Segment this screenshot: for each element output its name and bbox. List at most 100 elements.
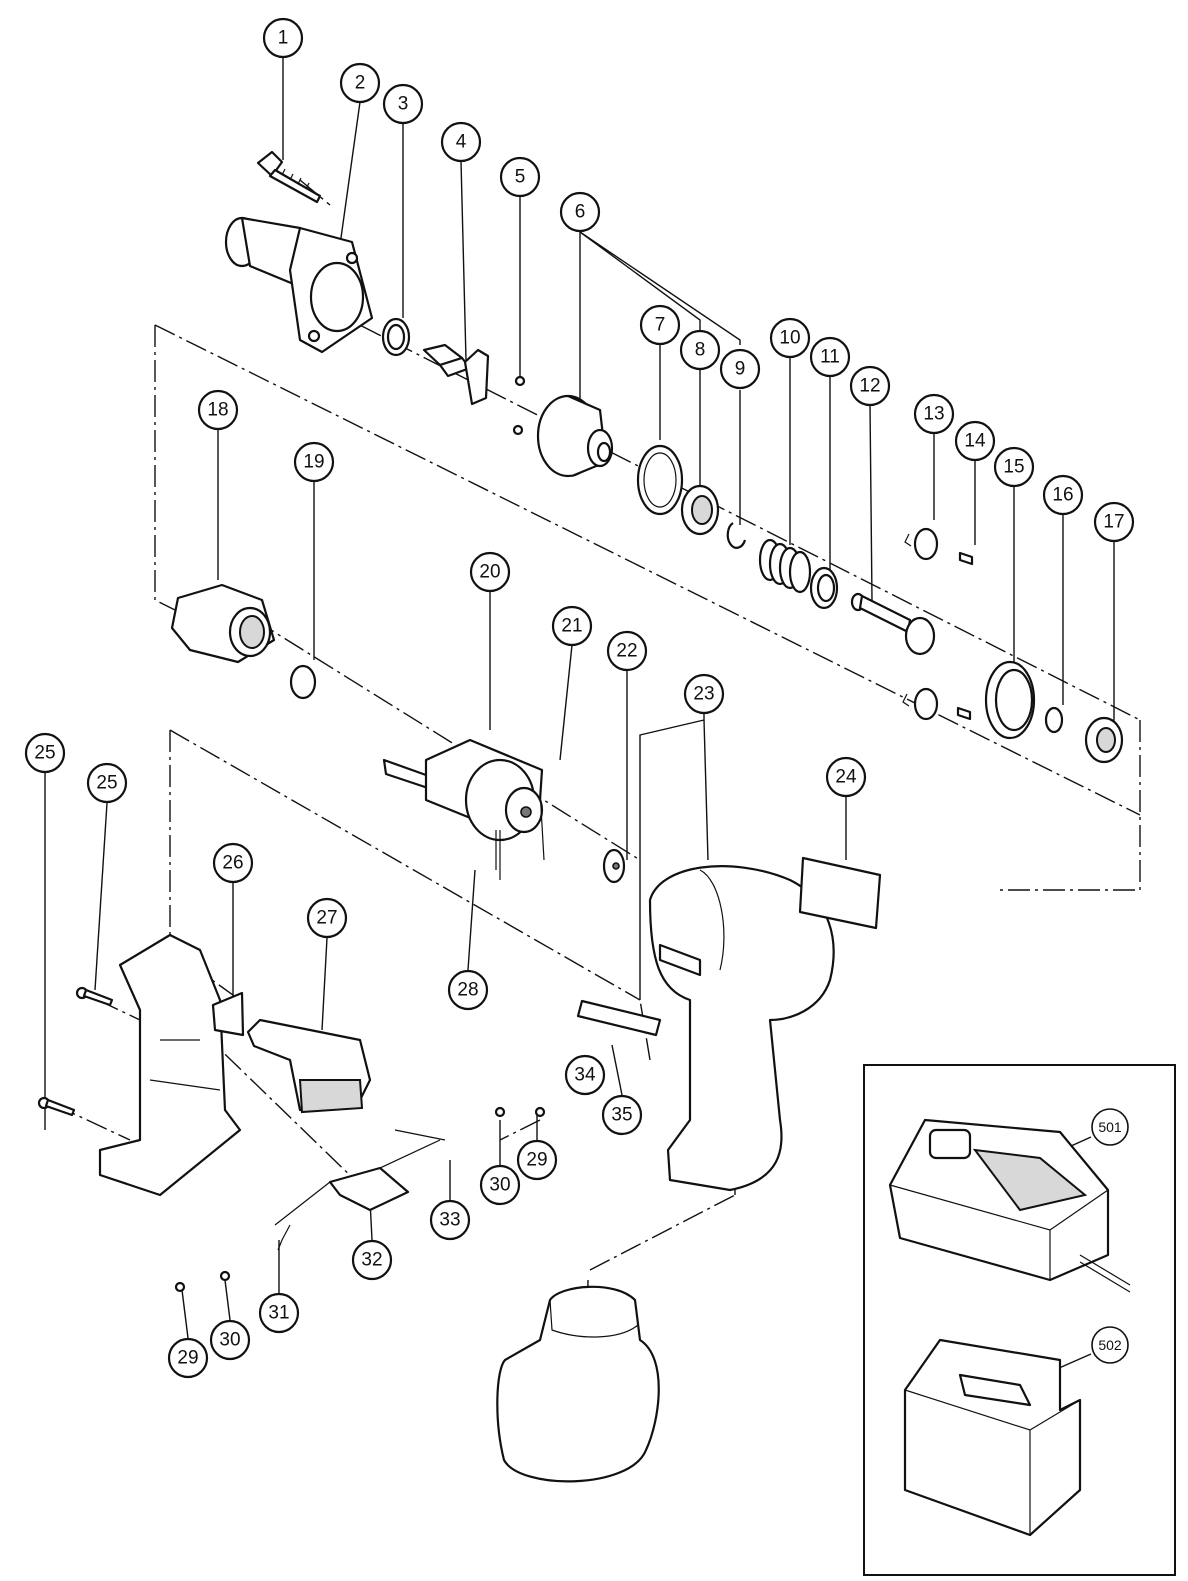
bearing-icon [1084,716,1124,764]
svg-text:12: 12 [859,376,880,397]
part-label-7: 7 [639,304,681,346]
part-label-35: 35 [601,1094,643,1136]
washer-icon [602,848,626,884]
part-label-5: 5 [499,156,541,198]
part-label-10: 10 [769,317,811,359]
part-label-29: 29 [516,1139,558,1181]
bearing-icon [680,484,720,536]
name-plate-icon [798,856,882,930]
assembly-axis-lines [54,179,1141,1271]
svg-text:8: 8 [695,340,706,361]
svg-text:25: 25 [96,773,117,794]
part-label-9: 9 [719,348,761,390]
part-label-29: 29 [167,1337,209,1379]
part-label-25: 25 [24,732,66,774]
svg-text:33: 33 [439,1210,460,1231]
retaining-ring-icon [726,522,747,549]
steel-ball-icon [512,375,526,436]
o-ring-icon [289,664,317,700]
svg-text:34: 34 [574,1065,596,1086]
svg-text:35: 35 [611,1105,632,1126]
leader-lines [44,57,1115,1464]
spring-icon [758,538,812,594]
svg-text:2: 2 [355,73,366,94]
part-label-13: 13 [913,393,955,435]
part-label-1: 1 [262,17,304,59]
svg-text:30: 30 [219,1330,240,1351]
svg-text:26: 26 [222,853,243,874]
svg-text:6: 6 [575,202,586,223]
part-label-24: 24 [825,756,867,798]
name-plate-icon [576,999,662,1037]
carrying-case-icon [903,1338,1082,1537]
hammer-case-icon [224,216,374,354]
svg-text:20: 20 [479,562,500,583]
part-label-18: 18 [197,389,239,431]
svg-text:18: 18 [207,400,228,421]
svg-text:7: 7 [655,315,666,336]
part-label-33: 33 [429,1199,471,1241]
svg-text:16: 16 [1052,485,1073,506]
switch-plate-icon [211,991,245,1037]
svg-text:14: 14 [964,431,986,452]
dc-motor-icon [382,738,545,880]
planet-gear-icon [902,527,939,721]
washer-icon [381,317,411,357]
charger-icon [888,1118,1131,1293]
svg-text:24: 24 [835,767,857,788]
screw-icon [256,150,322,204]
part-label-30: 30 [209,1319,251,1361]
hammer-icon [536,394,614,478]
part-label-32: 32 [351,1239,393,1281]
part-label-4: 4 [440,121,482,163]
svg-text:22: 22 [616,641,637,662]
internal-gear-icon [984,660,1036,740]
part-label-8: 8 [679,329,721,371]
svg-text:21: 21 [561,616,582,637]
part-label-23: 23 [683,673,725,715]
svg-text:3: 3 [398,94,409,115]
svg-text:4: 4 [456,132,467,153]
part-label-25: 25 [86,762,128,804]
pin-icon [956,551,974,721]
svg-text:10: 10 [779,328,800,349]
part-label-34: 34 [564,1054,606,1096]
svg-text:502: 502 [1098,1337,1122,1353]
svg-text:9: 9 [735,359,746,380]
svg-text:28: 28 [457,980,478,1001]
screw-icon [75,986,114,1007]
part-label-6: 6 [559,191,601,233]
svg-text:30: 30 [489,1175,510,1196]
part-label-26: 26 [212,842,254,884]
svg-text:25: 25 [34,743,55,764]
part-label-3: 3 [382,83,424,125]
terminal-icon [274,1139,441,1226]
part-label-2: 2 [339,62,381,104]
screw-icon [37,1096,76,1117]
svg-text:15: 15 [1003,457,1024,478]
svg-text:13: 13 [923,404,944,425]
part-label-15: 15 [993,446,1035,488]
svg-text:27: 27 [316,908,337,929]
lead-wire-icon [219,1106,506,1282]
svg-text:23: 23 [693,684,714,705]
part-label-21: 21 [551,605,593,647]
housing-icon [648,865,835,1192]
part-label-502: 502 [1091,1326,1129,1364]
part-label-12: 12 [849,365,891,407]
part-label-31: 31 [258,1292,300,1334]
part-label-30: 30 [479,1164,521,1206]
anvil-icon [422,343,490,406]
svg-text:11: 11 [820,347,840,368]
washer-icon [1044,706,1064,734]
part-label-27: 27 [306,897,348,939]
part-label-19: 19 [293,441,335,483]
accessories-box: 501 502 [863,1064,1176,1576]
svg-text:17: 17 [1103,512,1124,533]
part-label-17: 17 [1093,501,1135,543]
part-label-22: 22 [606,630,648,672]
svg-text:5: 5 [515,167,526,188]
svg-text:501: 501 [1098,1119,1122,1135]
svg-text:32: 32 [361,1250,382,1271]
